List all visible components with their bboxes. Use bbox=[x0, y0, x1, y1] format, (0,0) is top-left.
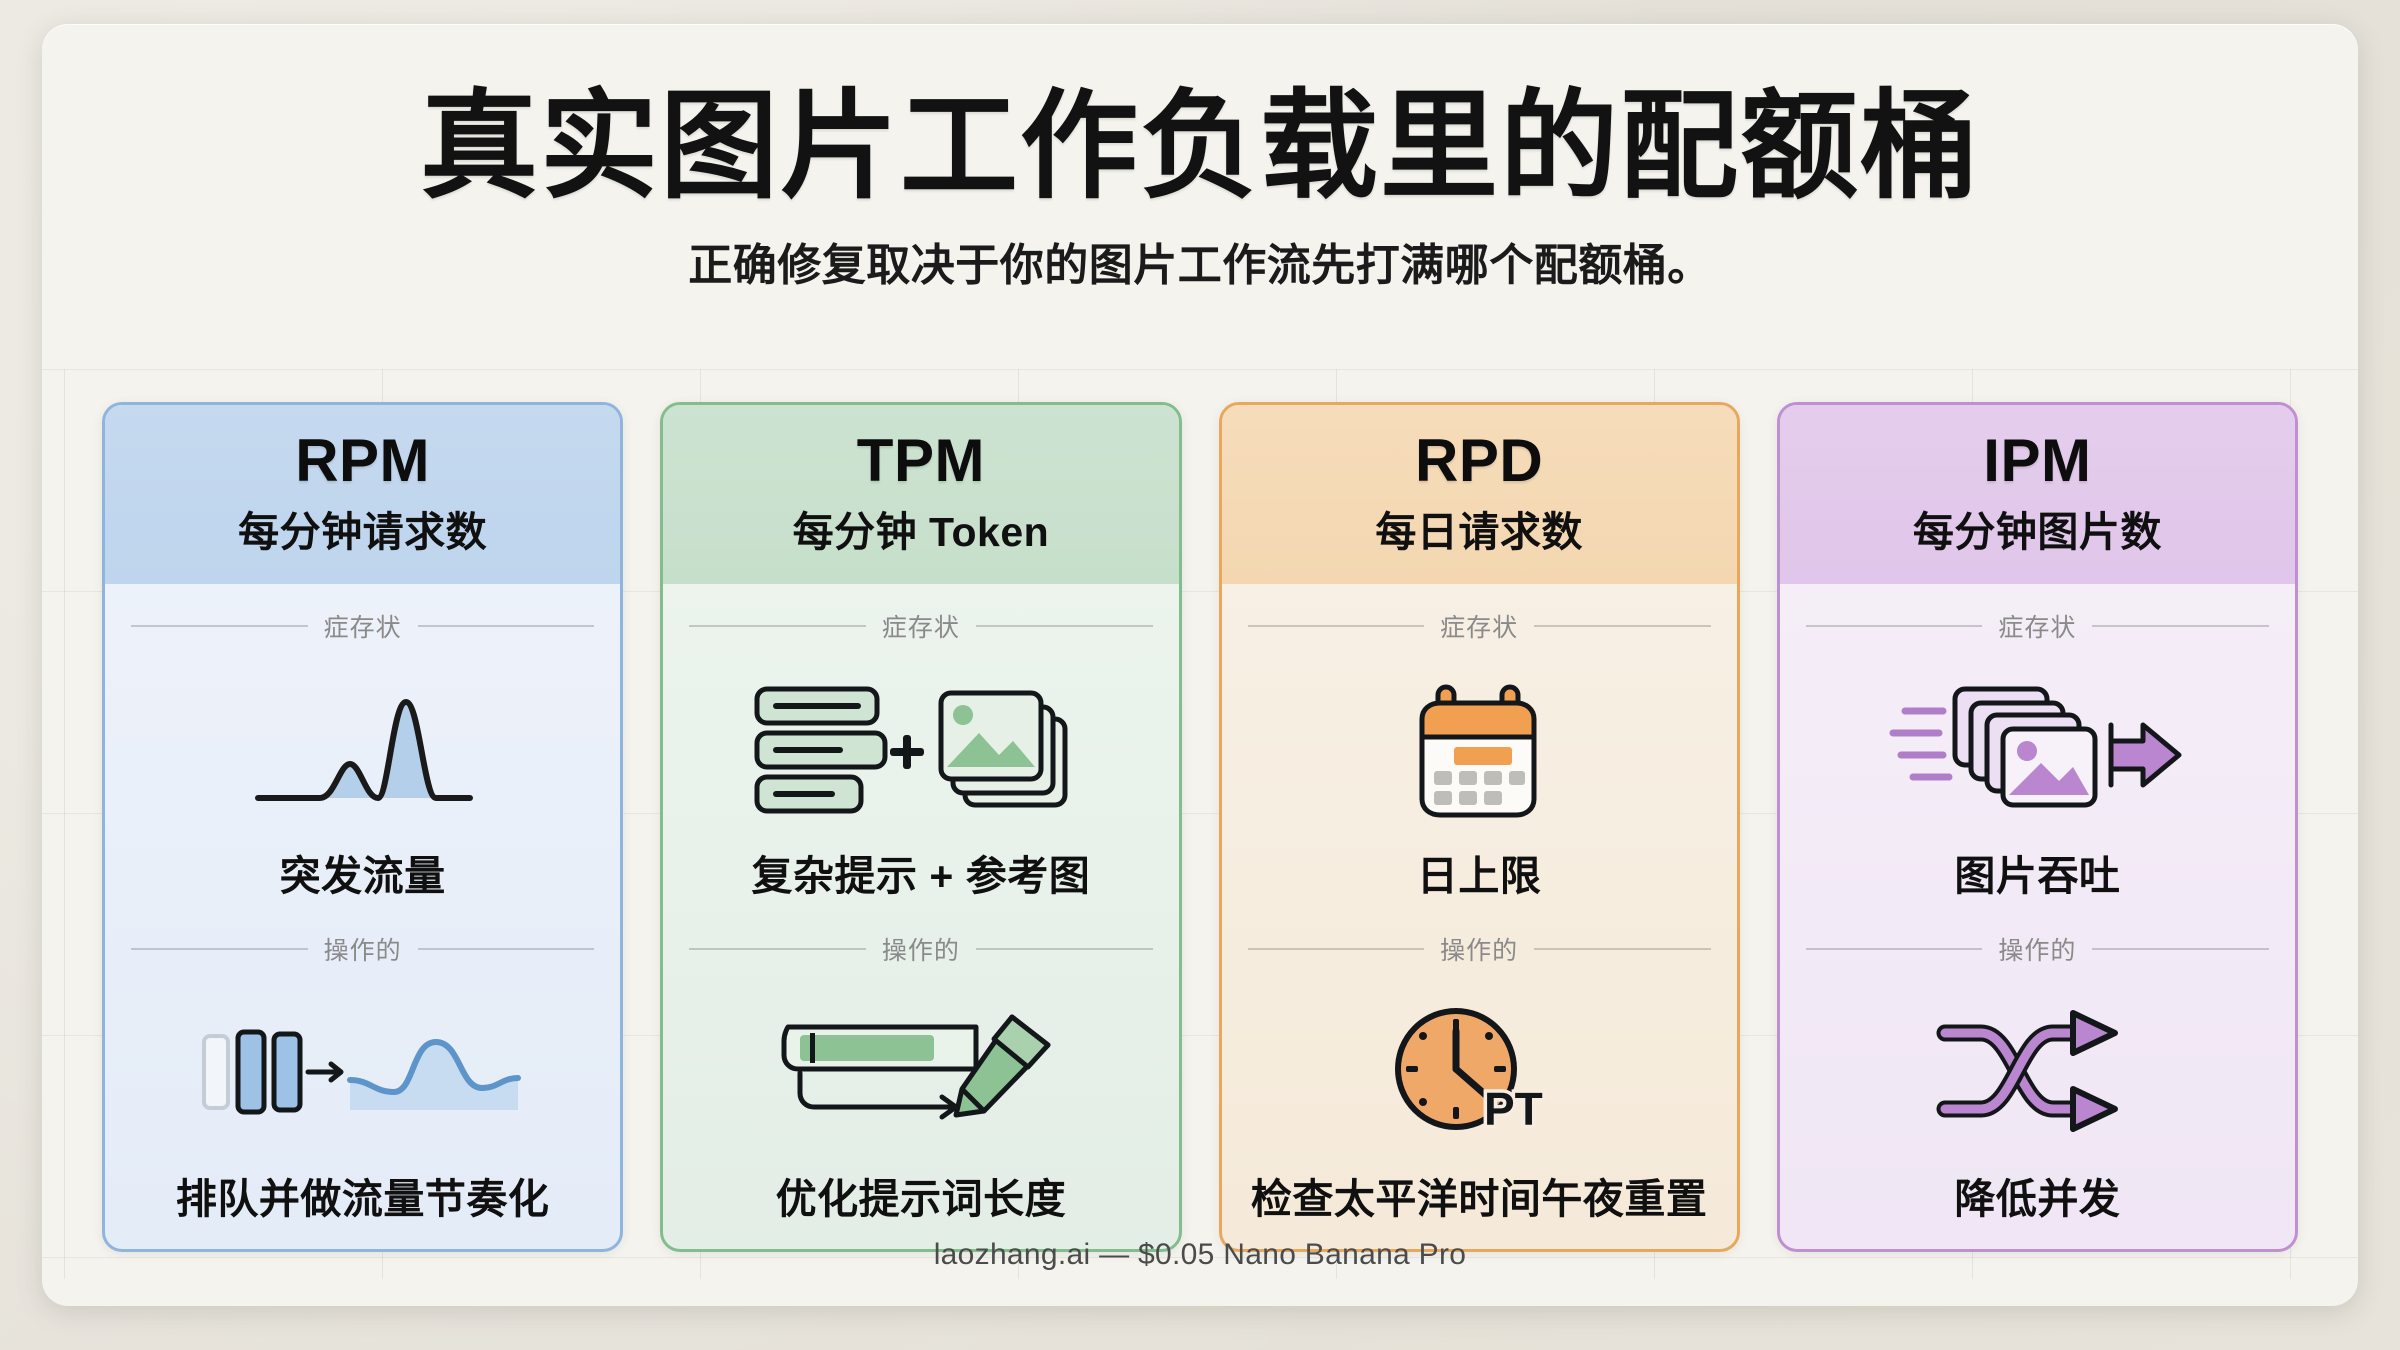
card-tpm-action-section: 操作的 bbox=[689, 907, 1153, 1230]
card-tpm-action-divider: 操作的 bbox=[689, 931, 1153, 967]
card-rpd-symptom-divider: 症存状 bbox=[1247, 608, 1711, 644]
card-rpm-body: 症存状 突发流量 操作的 bbox=[105, 584, 620, 1249]
page-subtitle: 正确修复取决于你的图片工作流先打满哪个配额桶。 bbox=[688, 241, 1712, 291]
action-label: 操作的 bbox=[1440, 936, 1519, 965]
card-ipm-name: 每分钟图片数 bbox=[1912, 509, 2162, 555]
card-ipm[interactable]: IPM 每分钟图片数 症存状 bbox=[1776, 402, 2298, 1252]
divider-rule-left bbox=[689, 625, 866, 627]
queue-smoothing-icon bbox=[131, 971, 594, 1176]
card-rpm-symptom-section: 症存状 突发流量 bbox=[131, 584, 595, 907]
divider-rule-right bbox=[2092, 947, 2270, 950]
divider-rule-right bbox=[1534, 625, 1711, 627]
card-rpd-symptom-caption: 日上限 bbox=[1416, 853, 1542, 900]
card-rpm-name: 每分钟请求数 bbox=[238, 509, 488, 555]
card-ipm-action-divider: 操作的 bbox=[1805, 931, 2270, 967]
divider-rule-left bbox=[1247, 947, 1425, 950]
card-rpm-header: RPM 每分钟请求数 bbox=[105, 405, 621, 584]
divider-rule-right bbox=[2092, 625, 2270, 627]
card-tpm-symptom-section: 症存状 bbox=[689, 584, 1153, 907]
image-throughput-icon bbox=[1806, 648, 2269, 853]
card-rpm[interactable]: RPM 每分钟请求数 症存状 突发流量 bbox=[102, 402, 624, 1252]
footer-attribution: laozhang.ai — $0.05 Nano Banana Pro bbox=[933, 1238, 1467, 1271]
quota-bucket-cards: RPM 每分钟请求数 症存状 突发流量 bbox=[102, 402, 2298, 1252]
card-rpd-action-divider: 操作的 bbox=[1247, 931, 1711, 967]
card-tpm[interactable]: TPM 每分钟 Token 症存状 bbox=[660, 402, 1182, 1252]
page-title: 真实图片工作负载里的配额桶 bbox=[419, 81, 1980, 213]
card-ipm-symptom-divider: 症存状 bbox=[1805, 608, 2270, 644]
divider-rule-left bbox=[1805, 947, 1983, 950]
divider-rule-left bbox=[131, 625, 308, 627]
divider-rule-left bbox=[131, 947, 308, 950]
card-rpd-header: RPD 每日请求数 bbox=[1221, 405, 1737, 584]
prompt-plus-images-icon bbox=[689, 648, 1152, 853]
action-label: 操作的 bbox=[1998, 936, 2077, 965]
shuffle-reduce-concurrency-icon bbox=[1806, 971, 2269, 1176]
symptom-label: 症存状 bbox=[1440, 614, 1519, 642]
prompt-edit-pencil-icon bbox=[689, 971, 1152, 1176]
divider-rule-right bbox=[975, 625, 1153, 627]
svg-text:PT: PT bbox=[1484, 1083, 1543, 1135]
card-ipm-action-section: 操作的 降低并发 bbox=[1805, 907, 2270, 1230]
action-label: 操作的 bbox=[323, 936, 402, 965]
card-ipm-symptom-caption: 图片吞吐 bbox=[1954, 853, 2121, 900]
calendar-icon bbox=[1248, 648, 1711, 853]
card-tpm-action-caption: 优化提示词长度 bbox=[775, 1175, 1067, 1222]
card-rpm-action-divider: 操作的 bbox=[131, 931, 595, 967]
infographic-sheet: 真实图片工作负载里的配额桶 正确修复取决于你的图片工作流先打满哪个配额桶。 RP… bbox=[42, 24, 2358, 1306]
card-rpd-body: 症存状 bbox=[1222, 584, 1737, 1249]
card-ipm-code: IPM bbox=[1983, 427, 2092, 494]
card-tpm-name: 每分钟 Token bbox=[792, 509, 1050, 555]
card-ipm-symptom-section: 症存状 bbox=[1805, 584, 2270, 907]
divider-rule-left bbox=[689, 947, 866, 950]
card-rpd[interactable]: RPD 每日请求数 症存状 bbox=[1218, 402, 1740, 1252]
card-rpd-action-section: 操作的 bbox=[1247, 907, 1711, 1230]
header: 真实图片工作负载里的配额桶 正确修复取决于你的图片工作流先打满哪个配额桶。 bbox=[42, 24, 2358, 293]
card-rpd-code: RPD bbox=[1415, 427, 1544, 494]
card-tpm-header: TPM 每分钟 Token bbox=[663, 405, 1179, 584]
divider-rule-right bbox=[417, 947, 595, 950]
divider-rule-right bbox=[1534, 947, 1711, 950]
clock-pt-icon: PT bbox=[1248, 971, 1711, 1176]
divider-rule-left bbox=[1247, 625, 1425, 627]
card-ipm-body: 症存状 bbox=[1780, 584, 2295, 1249]
card-ipm-action-caption: 降低并发 bbox=[1954, 1175, 2121, 1222]
symptom-label: 症存状 bbox=[881, 614, 960, 642]
card-tpm-symptom-caption: 复杂提示 + 参考图 bbox=[751, 853, 1091, 900]
card-rpm-action-section: 操作的 排队并做流量节奏化 bbox=[131, 907, 595, 1230]
card-rpm-code: RPM bbox=[295, 427, 431, 494]
divider-rule-right bbox=[975, 947, 1153, 950]
action-label: 操作的 bbox=[881, 936, 960, 965]
card-tpm-body: 症存状 bbox=[663, 584, 1178, 1249]
symptom-label: 症存状 bbox=[323, 614, 402, 642]
card-ipm-header: IPM 每分钟图片数 bbox=[1779, 405, 2295, 584]
card-rpm-symptom-caption: 突发流量 bbox=[279, 853, 446, 900]
traffic-spike-icon bbox=[131, 648, 594, 853]
card-rpd-action-caption: 检查太平洋时间午夜重置 bbox=[1250, 1175, 1708, 1222]
card-rpm-symptom-divider: 症存状 bbox=[131, 608, 595, 644]
card-rpd-symptom-section: 症存状 bbox=[1247, 584, 1711, 907]
card-rpm-action-caption: 排队并做流量节奏化 bbox=[175, 1175, 550, 1222]
card-rpd-name: 每日请求数 bbox=[1375, 509, 1583, 555]
symptom-label: 症存状 bbox=[1998, 614, 2077, 642]
card-tpm-symptom-divider: 症存状 bbox=[689, 608, 1153, 644]
divider-rule-right bbox=[417, 625, 595, 627]
divider-rule-left bbox=[1805, 625, 1983, 627]
card-tpm-code: TPM bbox=[856, 427, 985, 494]
